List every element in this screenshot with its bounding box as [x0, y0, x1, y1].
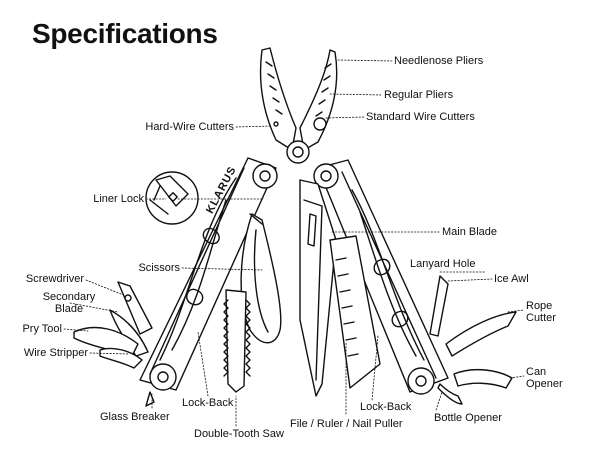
label-lock-back-right: Lock-Back [360, 401, 412, 413]
label-liner-lock: Liner Lock [93, 193, 144, 205]
page-title: Specifications [32, 18, 218, 49]
saw-drawing [225, 289, 247, 393]
right-handle-drawing [313, 159, 449, 395]
label-file-ruler-nail-puller: File / Ruler / Nail Puller [290, 418, 403, 430]
glass-breaker-tip [145, 391, 155, 407]
label-wire-stripper: Wire Stripper [23, 347, 88, 359]
label-pry-tool: Pry Tool [22, 323, 62, 335]
label-hard-wire-cutters: Hard-Wire Cutters [145, 121, 234, 133]
can-opener-drawing [453, 368, 513, 389]
liner-lock-inset [145, 171, 199, 225]
pry-tool-drawing [73, 326, 139, 357]
file-ruler-drawing [329, 235, 381, 389]
ice-awl-drawing [429, 275, 449, 337]
leader-lines [63, 59, 525, 427]
bottle-opener-drawing [437, 383, 463, 405]
label-lanyard-hole: Lanyard Hole [410, 258, 476, 270]
label-scissors: Scissors [138, 262, 180, 274]
label-can-opener: Can Opener [526, 366, 563, 390]
label-standard-wire-cutters: Standard Wire Cutters [366, 111, 475, 123]
scissors-drawing [240, 213, 282, 344]
left-handle-drawing [139, 157, 278, 391]
label-rope-cutter: Rope Cutter [526, 300, 556, 324]
label-bottle-opener: Bottle Opener [434, 412, 502, 424]
label-glass-breaker: Glass Breaker [100, 411, 170, 423]
label-main-blade: Main Blade [442, 226, 498, 238]
label-secondary-blade: Secondary Blade [42, 291, 96, 315]
pliers-jaws-drawing [259, 47, 338, 164]
label-screwdriver: Screwdriver [25, 273, 84, 285]
rope-cutter-drawing [445, 311, 517, 357]
label-regular-pliers: Regular Pliers [384, 89, 454, 101]
label-needlenose-pliers: Needlenose Pliers [394, 55, 484, 67]
label-ice-awl: Ice Awl [494, 273, 529, 285]
label-lock-back-left: Lock-Back [182, 397, 234, 409]
label-double-tooth-saw: Double-Tooth Saw [194, 428, 284, 440]
main-blade-drawing [299, 179, 337, 397]
